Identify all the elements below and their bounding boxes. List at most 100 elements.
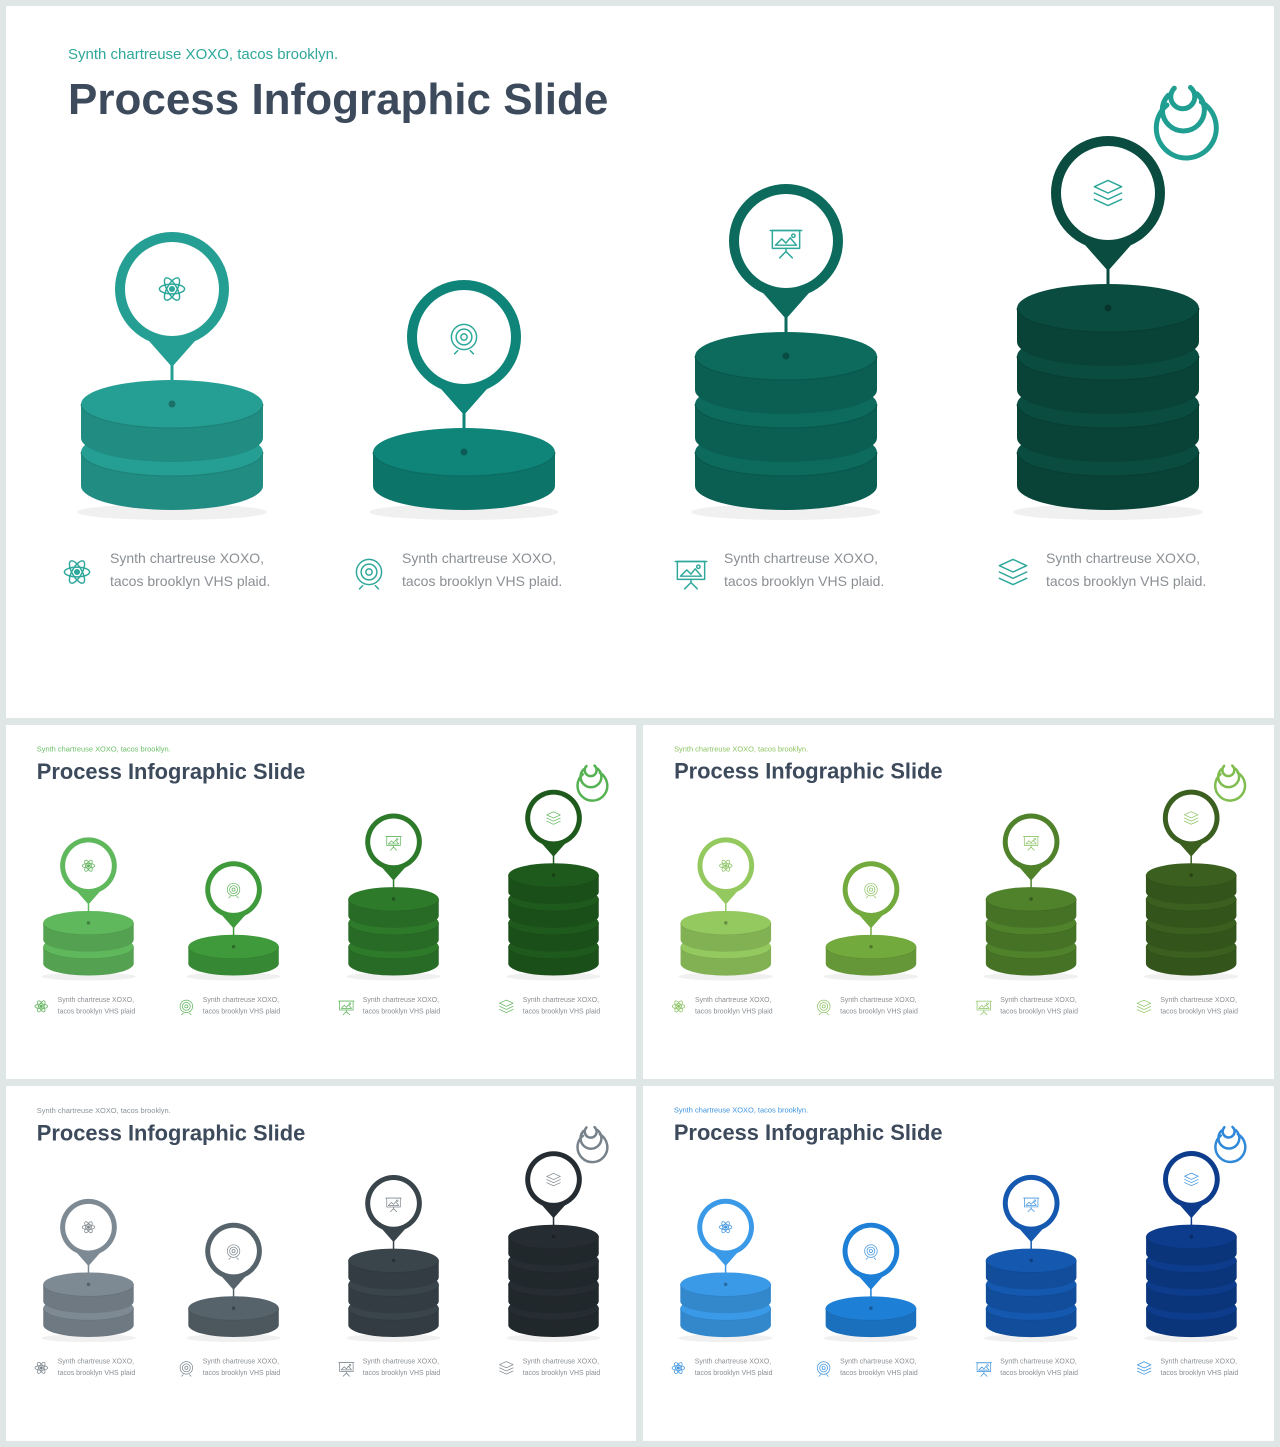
caption-line-1: Synth chartreuse XOXO,	[1046, 550, 1200, 566]
location-pin-icon	[1162, 789, 1220, 877]
layers-icon	[499, 999, 514, 1013]
caption-line-2: tacos brooklyn VHS plaid	[1000, 1008, 1078, 1015]
stack-shadow	[41, 1334, 136, 1343]
target-icon	[864, 1244, 878, 1260]
location-pin-icon	[365, 1175, 422, 1263]
location-pin-icon	[1163, 1151, 1220, 1239]
stack-shadow	[77, 504, 267, 520]
caption-line-2: tacos brooklyn VHS plaid.	[1046, 573, 1206, 589]
target-icon	[864, 882, 878, 899]
caption-line-1: Synth chartreuse XOXO,	[363, 1358, 439, 1365]
location-pin-icon	[729, 184, 843, 360]
stack-shadow	[186, 1334, 281, 1343]
process-step-2: Synth chartreuse XOXO, tacos brooklyn VHS…	[817, 861, 919, 1015]
location-pin-icon	[60, 837, 117, 925]
presentation-icon	[1022, 1197, 1040, 1213]
caption-line-1: Synth chartreuse XOXO,	[724, 550, 878, 566]
location-pin-icon	[697, 1198, 754, 1287]
caption-line-1: Synth chartreuse XOXO,	[695, 997, 772, 1004]
stack-shadow	[346, 972, 441, 981]
process-step-1: Synth chartreuse XOXO, tacos brooklyn VHS…	[34, 1198, 136, 1377]
presentation-icon	[385, 836, 402, 851]
slide-gray: Synth chartreuse XOXO, tacos brooklyn.Pr…	[6, 1086, 636, 1441]
layers-icon	[1093, 179, 1123, 207]
stack-shadow	[823, 1334, 919, 1343]
slide-subtitle: Synth chartreuse XOXO, tacos brooklyn.	[37, 1106, 171, 1115]
logo-icon	[1213, 764, 1247, 802]
caption-line-1: Synth chartreuse XOXO,	[523, 1358, 599, 1365]
slide-title: Process Infographic Slide	[68, 75, 608, 124]
caption-line-2: tacos brooklyn VHS plaid	[58, 1370, 136, 1377]
caption-line-1: Synth chartreuse XOXO,	[58, 997, 134, 1004]
caption-line-1: Synth chartreuse XOXO,	[58, 1358, 134, 1365]
caption-line-1: Synth chartreuse XOXO,	[840, 1359, 917, 1366]
process-step-1: Synth chartreuse XOXO, tacos brooklyn VHS…	[671, 837, 774, 1015]
process-step-3: Synth chartreuse XOXO,tacos brooklyn VHS…	[338, 813, 441, 1015]
stack-shadow	[691, 504, 881, 520]
stack-shadow	[983, 972, 1079, 981]
slide-gray-canvas: Synth chartreuse XOXO, tacos brooklyn.Pr…	[34, 1106, 609, 1377]
location-pin-icon	[60, 1198, 117, 1287]
process-step-3: Synth chartreuse XOXO,tacos brooklyn VHS…	[338, 1175, 441, 1377]
caption-line-2: tacos brooklyn VHS plaid	[523, 1008, 601, 1015]
stack-shadow	[346, 1334, 441, 1343]
caption-line-2: tacos brooklyn VHS plaid	[695, 1370, 773, 1377]
target-icon	[450, 323, 478, 355]
stack-shadow	[678, 972, 774, 981]
location-pin-icon	[697, 837, 755, 925]
atom-icon	[671, 1362, 685, 1374]
target-icon	[355, 558, 383, 590]
atom-icon	[671, 1000, 686, 1013]
layers-icon	[1184, 811, 1199, 825]
stack-shadow	[186, 972, 281, 981]
process-step-1: Synth chartreuse XOXO, tacos brooklyn VHS…	[671, 1198, 773, 1377]
slide-title: Process Infographic Slide	[674, 1120, 943, 1145]
presentation-icon	[769, 229, 803, 259]
slide-subtitle: Synth chartreuse XOXO, tacos brooklyn.	[674, 1106, 808, 1115]
caption-line-1: Synth chartreuse XOXO,	[840, 997, 917, 1004]
caption-line-1: Synth chartreuse XOXO,	[695, 1359, 772, 1366]
slide-title: Process Infographic Slide	[674, 759, 942, 784]
caption-line-1: Synth chartreuse XOXO,	[1160, 997, 1237, 1004]
slide-main-canvas: Synth chartreuse XOXO, tacos brooklyn. Pr…	[63, 46, 1219, 590]
caption-line-2: tacos brooklyn VHS plaid	[695, 1008, 773, 1015]
atom-icon	[34, 1000, 48, 1013]
process-step-2: Synth chartreuse XOXO,tacos brooklyn VHS…	[179, 1222, 281, 1377]
slide-subtitle: Synth chartreuse XOXO, tacos brooklyn.	[674, 744, 808, 753]
presentation-icon	[1022, 836, 1040, 851]
stack-shadow	[1013, 504, 1203, 520]
caption-line-1: Synth chartreuse XOXO,	[203, 1358, 279, 1365]
process-step-2: Synth chartreuse XOXO,tacos brooklyn VHS…	[817, 1222, 919, 1377]
atom-icon	[63, 560, 91, 584]
caption-line-2: tacos brooklyn VHS plaid	[203, 1008, 281, 1015]
presentation-icon	[975, 1000, 993, 1016]
process-step-3: Synth chartreuse XOXO,tacos brooklyn VHS…	[975, 1174, 1079, 1377]
process-step-4: Synth chartreuse XOXO, tacos brooklyn VHS…	[1136, 789, 1239, 1015]
logo-icon	[576, 1125, 609, 1164]
target-icon	[226, 1244, 241, 1260]
slide-green-canvas: Synth chartreuse XOXO, tacos brooklyn.Pr…	[34, 744, 609, 1015]
caption-line-1: Synth chartreuse XOXO,	[1000, 997, 1077, 1004]
layers-icon	[499, 1361, 514, 1375]
caption-line-1: Synth chartreuse XOXO,	[363, 997, 439, 1004]
atom-icon	[81, 1221, 96, 1234]
stack-shadow	[506, 1334, 601, 1343]
location-pin-icon	[115, 232, 229, 408]
caption-line-2: tacos brooklyn VHS plaid	[1160, 1008, 1238, 1015]
presentation-icon	[385, 1197, 402, 1213]
process-step-2: Synth chartreuse XOXO,tacos brooklyn VHS…	[355, 280, 562, 590]
process-step-3: Synth chartreuse XOXO, tacos brooklyn VHS…	[975, 813, 1079, 1016]
caption-line-2: tacos brooklyn VHS plaid	[1161, 1370, 1239, 1377]
caption-line-2: tacos brooklyn VHS plaid	[840, 1008, 918, 1015]
atom-icon	[719, 859, 733, 872]
presentation-icon	[674, 560, 708, 590]
location-pin-icon	[842, 1222, 900, 1311]
location-pin-icon	[1051, 136, 1165, 312]
logo-icon	[576, 764, 609, 802]
slide-blue: Synth chartreuse XOXO, tacos brooklyn. Pr…	[643, 1086, 1274, 1441]
location-pin-icon	[205, 861, 262, 949]
stack-disc	[188, 934, 280, 976]
target-icon	[226, 882, 241, 899]
slide-lime-canvas: Synth chartreuse XOXO, tacos brooklyn. Pr…	[671, 744, 1247, 1016]
slide-subtitle: Synth chartreuse XOXO, tacos brooklyn.	[68, 46, 338, 63]
